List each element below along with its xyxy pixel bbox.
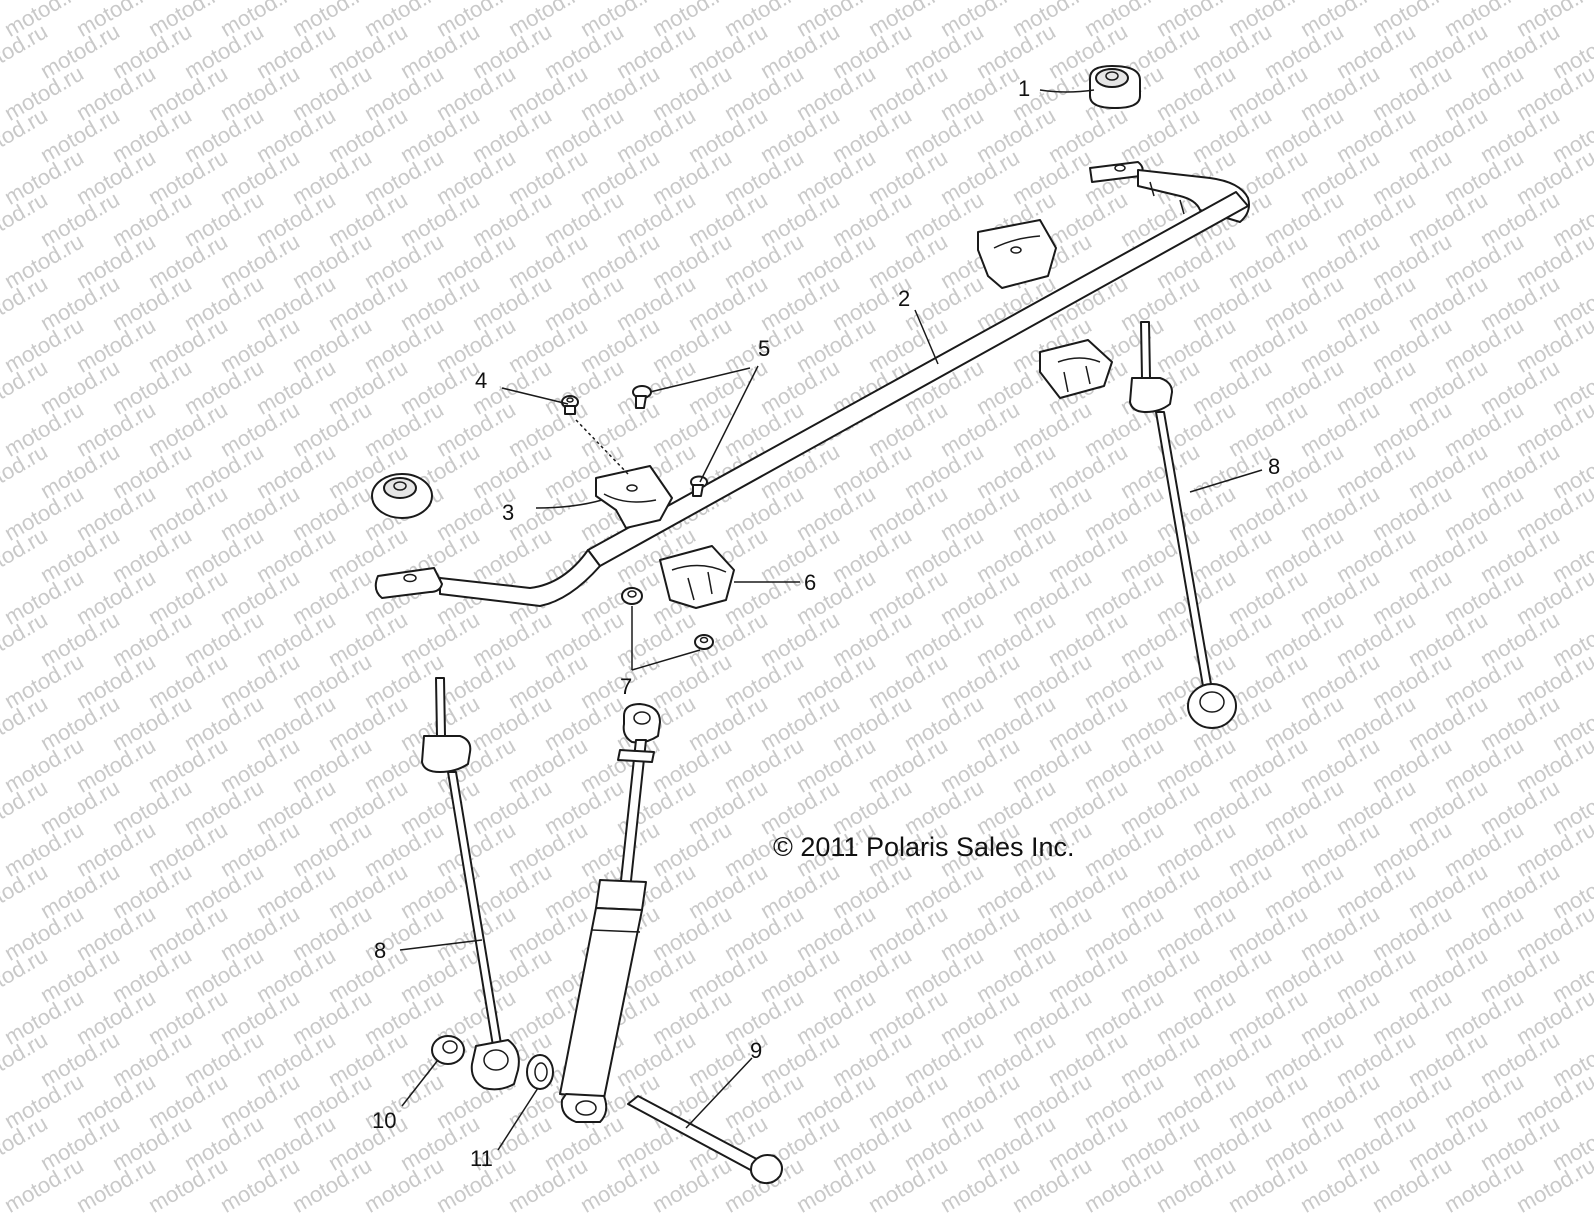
link-part-8-left bbox=[421, 677, 520, 1091]
callout-5: 5 bbox=[758, 336, 770, 361]
nut-part-4 bbox=[561, 395, 579, 415]
bolt-part-5a bbox=[632, 385, 652, 409]
bushing-left bbox=[371, 473, 433, 519]
bolt-part-9 bbox=[627, 1095, 783, 1185]
callout-8-left: 8 bbox=[374, 938, 386, 963]
callout-4: 4 bbox=[475, 368, 487, 393]
copyright-text: © 2011 Polaris Sales Inc. bbox=[773, 832, 1075, 862]
callout-9: 9 bbox=[750, 1038, 762, 1063]
callout-1: 1 bbox=[1018, 76, 1030, 101]
leader-lines bbox=[399, 89, 1263, 1151]
link-part-8-right bbox=[1129, 321, 1237, 729]
callout-6: 6 bbox=[804, 570, 816, 595]
nut-part-7b bbox=[694, 634, 714, 650]
callout-2: 2 bbox=[898, 286, 910, 311]
bushing-part-10 bbox=[431, 1035, 465, 1065]
clamp-part-3 bbox=[595, 465, 673, 529]
bolt-part-5b bbox=[690, 475, 708, 497]
bushing-part-1 bbox=[1089, 65, 1141, 109]
callout-3: 3 bbox=[502, 500, 514, 525]
nut-part-7a bbox=[621, 587, 643, 605]
stabilizer-bar-part-2 bbox=[374, 161, 1250, 607]
shock-absorber bbox=[559, 703, 661, 1123]
callout-7: 7 bbox=[620, 674, 632, 699]
clamp-upper-right bbox=[977, 219, 1057, 289]
callout-10: 10 bbox=[372, 1108, 396, 1133]
clamp-part-6 bbox=[659, 545, 735, 609]
bushing-right bbox=[1039, 339, 1113, 399]
washer-part-11 bbox=[526, 1054, 554, 1090]
callout-11: 11 bbox=[470, 1146, 493, 1171]
callout-8-right: 8 bbox=[1268, 454, 1280, 479]
